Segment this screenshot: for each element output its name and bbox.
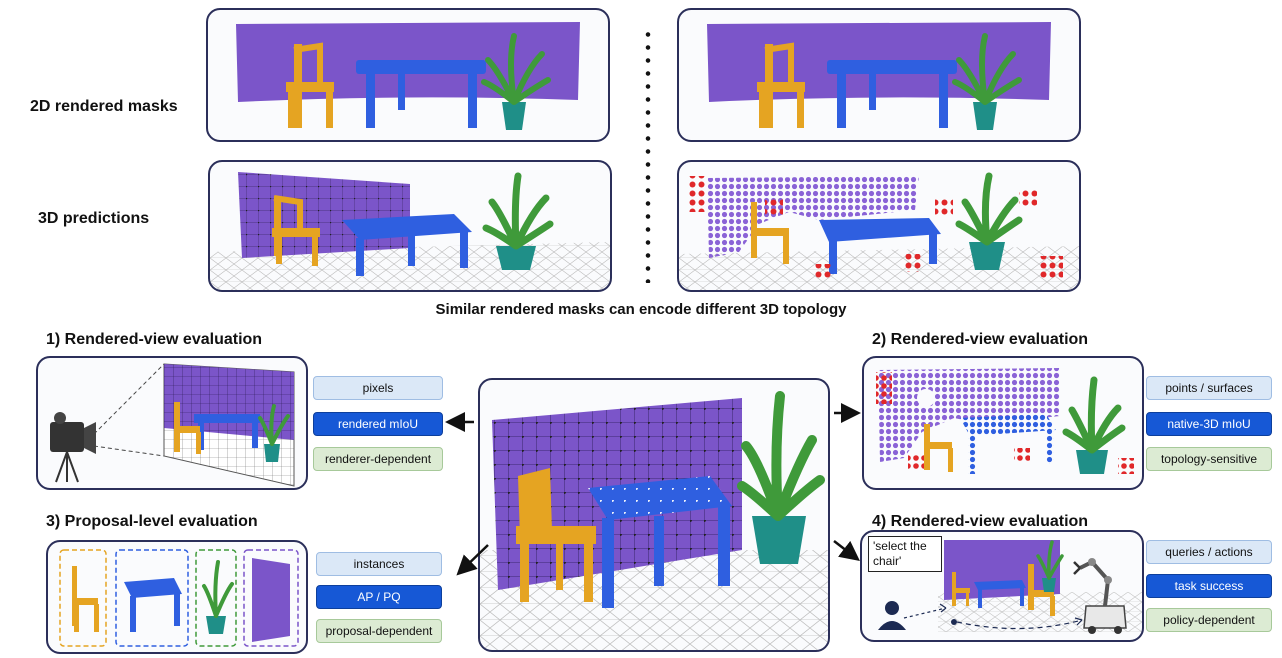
rendered-mask-scene-left: [236, 22, 580, 130]
section-2-tag-dependency: topology-sensitive: [1146, 447, 1272, 471]
query-bubble: 'select the chair': [868, 536, 942, 572]
center-mesh-scene: [480, 391, 828, 650]
prediction-scene-noisy: [679, 172, 1079, 290]
camera-render-scene: [50, 363, 295, 487]
mask-panel-right: [677, 8, 1081, 142]
section-2-tag-metric: native-3D mIoU: [1146, 412, 1272, 436]
row-label-3d-predictions: 3D predictions: [38, 210, 150, 227]
caption: Similar rendered masks can encode differ…: [435, 301, 847, 318]
prediction-panel-left: [208, 160, 612, 292]
section-4-panel: 'select the chair': [860, 530, 1144, 642]
section-2-tag-data: points / surfaces: [1146, 376, 1272, 400]
section-4-tag-data: queries / actions: [1146, 540, 1272, 564]
agent-task-scene: [878, 540, 1142, 634]
section-2-heading: 2) Rendered-view evaluation: [872, 331, 1089, 348]
section-3-panel: [46, 540, 308, 654]
section-1-panel: [36, 356, 308, 490]
section-3-heading: 3) Proposal-level evaluation: [46, 513, 258, 530]
section-3-tag-dependency: proposal-dependent: [316, 619, 442, 643]
section-1-heading: 1) Rendered-view evaluation: [46, 331, 263, 348]
section-4-heading: 4) Rendered-view evaluation: [872, 513, 1089, 530]
section-4-tag-metric: task success: [1146, 574, 1272, 598]
rendered-mask-scene-right: [707, 22, 1051, 130]
prediction-scene-clean: [210, 172, 610, 290]
section-1-tag-dependency: renderer-dependent: [313, 447, 443, 471]
section-1-tag-data: pixels: [313, 376, 443, 400]
section-3-tag-metric: AP / PQ: [316, 585, 442, 609]
dotted-separator: [645, 28, 651, 283]
section-2-panel: [862, 356, 1144, 490]
prediction-panel-right: [677, 160, 1081, 292]
mask-panel-left: [206, 8, 610, 142]
row-label-rendered-masks: 2D rendered masks: [30, 98, 178, 115]
native-3d-scene: [876, 368, 1134, 474]
arrow-to-section-4: [833, 540, 860, 562]
proposal-boxes-scene: [59, 549, 299, 647]
section-4-tag-dependency: policy-dependent: [1146, 608, 1272, 632]
section-1-tag-metric: rendered mIoU: [313, 412, 443, 436]
section-3-tag-data: instances: [316, 552, 442, 576]
center-scene-panel: [478, 378, 830, 652]
